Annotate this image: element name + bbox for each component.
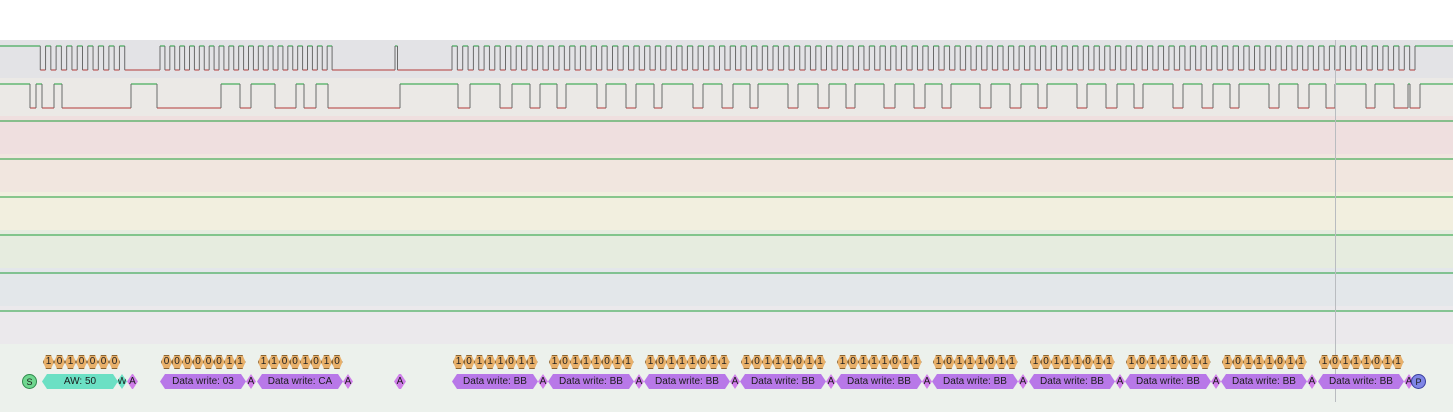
data-ack-2[interactable]: A (539, 376, 547, 387)
orphan-ack[interactable]: A (394, 374, 406, 389)
data-byte-6[interactable]: Data write: BB (836, 374, 922, 389)
data-byte-10[interactable]: Data write: BB (1221, 374, 1307, 389)
address-bit[interactable]: 0 (54, 355, 65, 369)
data-bit[interactable]: 1 (235, 355, 246, 369)
data-ack-7[interactable]: A (1019, 376, 1027, 387)
data-bit[interactable]: 1 (911, 355, 922, 369)
data-bit[interactable]: 0 (332, 355, 343, 369)
lane-background-1 (0, 78, 1453, 116)
data-byte-7[interactable]: Data write: BB (932, 374, 1018, 389)
data-ack-8[interactable]: A (1116, 376, 1124, 387)
data-bit[interactable]: 1 (1296, 355, 1307, 369)
data-ack-6[interactable]: A (923, 376, 931, 387)
data-byte-11[interactable]: Data write: BB (1318, 374, 1404, 389)
data-ack-4[interactable]: A (731, 376, 739, 387)
lane-background-2 (0, 116, 1453, 154)
address-bit[interactable]: 1 (43, 355, 54, 369)
data-bit[interactable]: 1 (719, 355, 730, 369)
address-bit[interactable]: 0 (76, 355, 87, 369)
lane-background-5 (0, 230, 1453, 268)
address-bit[interactable]: 0 (98, 355, 109, 369)
data-ack-0[interactable]: A (247, 376, 255, 387)
data-byte-0[interactable]: Data write: 03 (160, 374, 246, 389)
data-ack-1[interactable]: A (344, 376, 352, 387)
address-ack[interactable]: A (127, 374, 138, 389)
lane-background-4 (0, 192, 1453, 230)
data-bit[interactable]: 1 (1200, 355, 1211, 369)
data-byte-2[interactable]: Data write: BB (452, 374, 538, 389)
data-byte-9[interactable]: Data write: BB (1125, 374, 1211, 389)
address-bit[interactable]: 0 (109, 355, 120, 369)
data-bit[interactable]: 1 (527, 355, 538, 369)
data-bit[interactable]: 1 (1393, 355, 1404, 369)
address-frame[interactable]: AW: 50 (42, 374, 118, 389)
data-byte-8[interactable]: Data write: BB (1029, 374, 1115, 389)
start-condition[interactable]: S (22, 374, 37, 389)
data-ack-3[interactable]: A (635, 376, 643, 387)
stop-condition[interactable]: P (1411, 374, 1426, 389)
lane-background-6 (0, 268, 1453, 306)
data-byte-5[interactable]: Data write: BB (740, 374, 826, 389)
data-ack-5[interactable]: A (827, 376, 835, 387)
data-bit[interactable]: 1 (1104, 355, 1115, 369)
lane-background-7 (0, 306, 1453, 344)
data-byte-1[interactable]: Data write: CA (257, 374, 343, 389)
data-bit[interactable]: 1 (815, 355, 826, 369)
data-ack-10[interactable]: A (1308, 376, 1316, 387)
rw-bit[interactable]: W (117, 376, 127, 387)
data-byte-4[interactable]: Data write: BB (644, 374, 730, 389)
data-bit[interactable]: 1 (623, 355, 634, 369)
data-ack-9[interactable]: A (1212, 376, 1220, 387)
address-bit[interactable]: 1 (65, 355, 76, 369)
data-byte-3[interactable]: Data write: BB (548, 374, 634, 389)
data-bit[interactable]: 1 (1007, 355, 1018, 369)
address-bit[interactable]: 0 (87, 355, 98, 369)
lane-background-3 (0, 154, 1453, 192)
data-ack-11[interactable]: A (1405, 376, 1413, 387)
